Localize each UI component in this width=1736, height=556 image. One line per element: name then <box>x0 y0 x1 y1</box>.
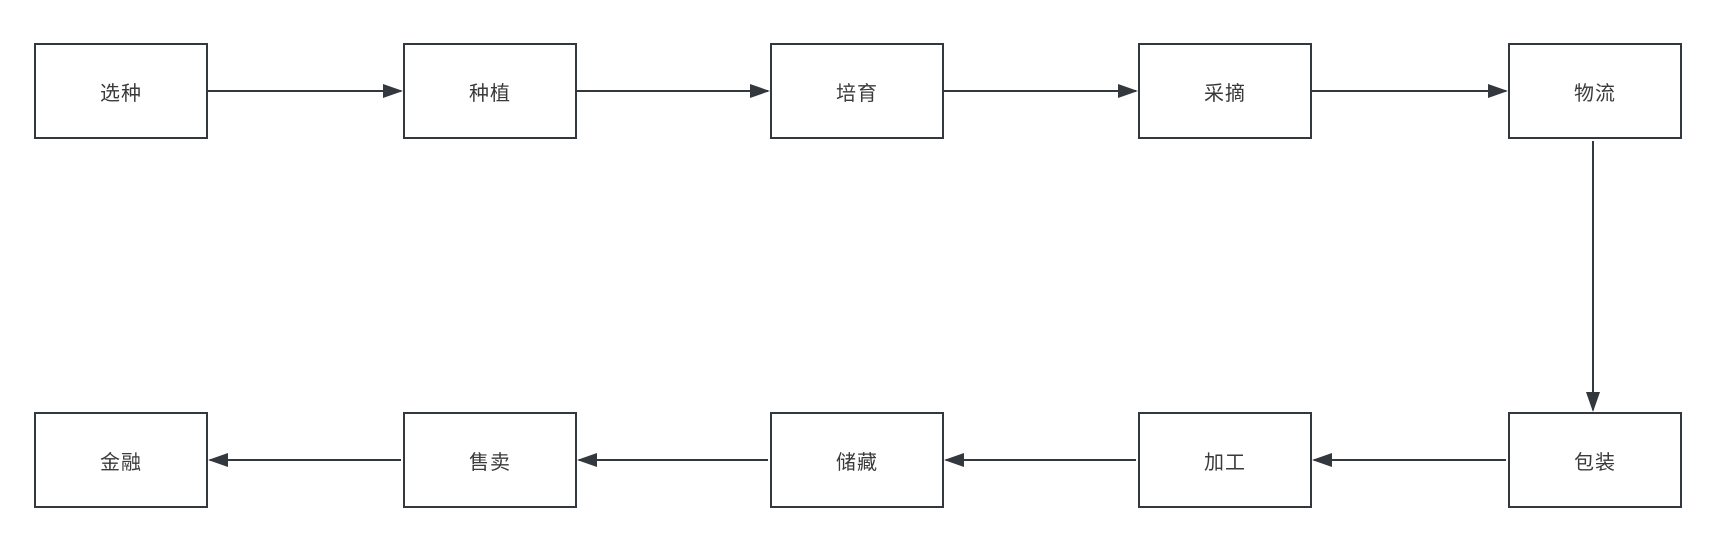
flow-node-label: 售卖 <box>469 449 511 474</box>
flow-node-label: 培育 <box>836 80 878 105</box>
flow-node-packaging: 包装 <box>1508 412 1682 508</box>
flow-node-harvesting: 采摘 <box>1138 43 1312 139</box>
flow-node-storage: 储藏 <box>770 412 944 508</box>
flow-node-label: 采摘 <box>1204 80 1246 105</box>
flow-node-selling: 售卖 <box>403 412 577 508</box>
flow-node-finance: 金融 <box>34 412 208 508</box>
flow-node-label: 物流 <box>1574 80 1616 105</box>
flow-node-seed-selection: 选种 <box>34 43 208 139</box>
flow-node-label: 加工 <box>1204 449 1246 474</box>
flow-node-cultivation: 培育 <box>770 43 944 139</box>
flow-node-label: 金融 <box>100 449 142 474</box>
flow-node-label: 包装 <box>1574 449 1616 474</box>
flow-node-processing: 加工 <box>1138 412 1312 508</box>
flow-node-planting: 种植 <box>403 43 577 139</box>
flow-node-label: 选种 <box>100 80 142 105</box>
flow-node-label: 种植 <box>469 80 511 105</box>
flow-node-logistics: 物流 <box>1508 43 1682 139</box>
flow-node-label: 储藏 <box>836 449 878 474</box>
